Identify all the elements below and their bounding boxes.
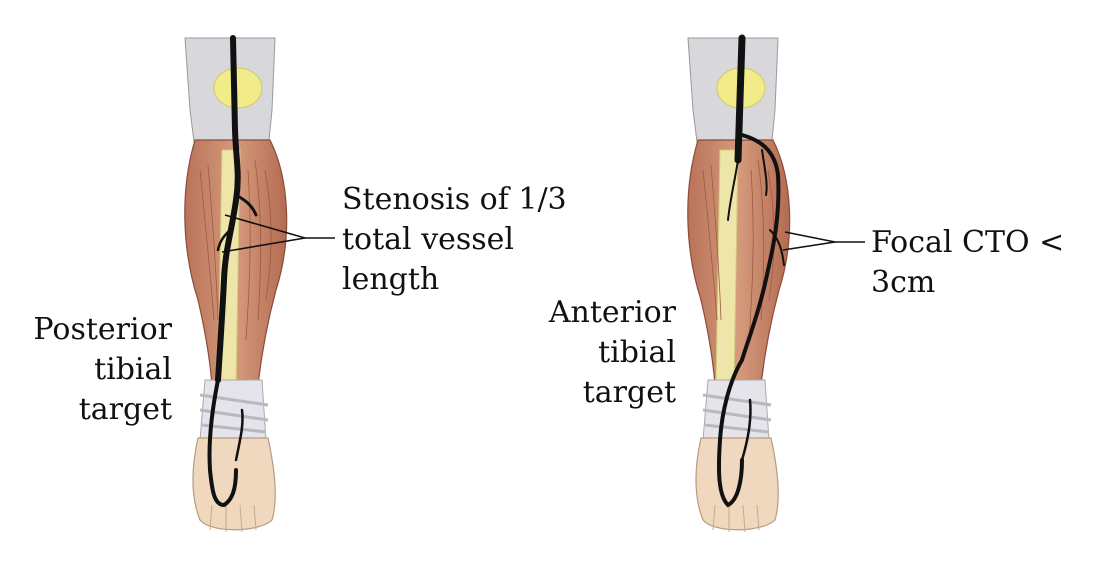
right-callout-label: Focal CTO < 3cm	[871, 223, 1064, 303]
left-callout-line-3: length	[342, 262, 440, 297]
left-leg	[184, 35, 288, 533]
right-leg-artery	[716, 34, 785, 508]
left-callout-leader	[221, 214, 335, 253]
right-target-line-2: tibial	[598, 335, 676, 370]
right-leg-retinaculum	[702, 393, 772, 434]
right-leg-toes	[712, 504, 760, 533]
left-callout-line-1: Stenosis of 1/3	[342, 182, 567, 217]
right-leg-calf	[687, 139, 791, 386]
left-callout-label: Stenosis of 1/3 total vessel length	[342, 180, 567, 300]
left-leg-striations	[199, 159, 272, 341]
right-target-label: Anterior tibial target	[520, 293, 676, 413]
left-leg-toes	[209, 504, 257, 533]
left-leg-artery	[207, 35, 258, 508]
right-target-line-3: target	[582, 375, 676, 410]
right-leg	[687, 34, 791, 533]
left-target-line-1: Posterior	[33, 312, 172, 347]
left-callout-line-2: total vessel	[342, 222, 515, 257]
left-target-line-3: target	[78, 392, 172, 427]
right-leg-foot	[695, 437, 779, 531]
right-callout-line-2: 3cm	[871, 265, 936, 300]
right-leg-tibia	[715, 149, 739, 386]
left-target-label: Posterior tibial target	[20, 310, 172, 430]
left-target-line-2: tibial	[94, 352, 172, 387]
right-leg-striations	[702, 159, 775, 341]
right-callout-leader	[782, 231, 865, 251]
right-callout-line-1: Focal CTO <	[871, 225, 1065, 260]
left-leg-patella	[213, 67, 263, 109]
right-target-line-1: Anterior	[548, 295, 676, 330]
